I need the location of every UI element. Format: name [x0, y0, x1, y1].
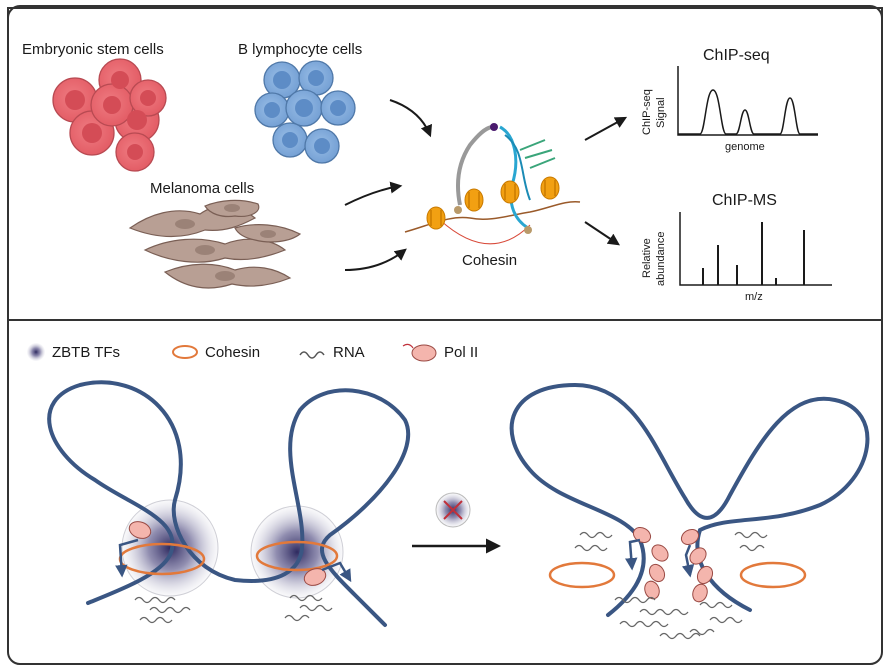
panel-frames — [7, 5, 883, 665]
chipseq-axes — [677, 66, 818, 136]
chipms-xlabel: m/z — [745, 291, 763, 303]
chipseq-signal-trace — [678, 89, 818, 135]
melanoma-label: Melanoma cells — [150, 180, 254, 197]
chipms-ylabel-1: Relative — [641, 238, 653, 278]
chipms-title: ChIP-MS — [712, 192, 777, 209]
cohesin-rings-right — [548, 561, 807, 589]
chipseq-ylabel-2: Signal — [655, 97, 667, 128]
chipms-axes — [679, 212, 832, 286]
cohesin-legend-icon — [172, 345, 198, 359]
outer-frame — [7, 5, 883, 665]
chipseq-xlabel: genome — [725, 141, 765, 153]
zbtb-legend-icon — [27, 343, 45, 361]
transcription-arrows-right — [625, 538, 695, 578]
transcription-arrows-left — [115, 538, 352, 583]
cohesin-center-label: Cohesin — [462, 252, 517, 269]
chipseq-ylabel-1: ChIP-seq — [641, 89, 653, 135]
chipseq-title: ChIP-seq — [703, 47, 770, 64]
zbtb-inhibition-icon — [435, 492, 471, 528]
bcell-cluster — [254, 60, 356, 164]
chromatin-fiber-right — [509, 382, 870, 617]
pol2-right — [632, 526, 714, 603]
legend-cohesin-label: Cohesin — [205, 344, 260, 361]
pol2-legend-icon — [402, 343, 437, 362]
pol2-left — [128, 521, 327, 586]
chromatin-fiber-left — [47, 380, 411, 627]
legend: ZBTB TFs Cohesin RNA Pol II — [27, 343, 478, 362]
chipms-ylabel-2: abundance — [655, 232, 667, 286]
melanoma-cluster — [128, 199, 302, 289]
legend-pol2-label: Pol II — [444, 344, 478, 361]
rna-right — [574, 531, 768, 640]
legend-zbtb-label: ZBTB TFs — [52, 344, 120, 361]
esc-cluster — [52, 58, 167, 172]
esc-label: Embryonic stem cells — [22, 41, 164, 58]
cohesin-complex — [404, 123, 581, 245]
bcell-label: B lymphocyte cells — [238, 41, 362, 58]
rna-left — [134, 594, 333, 624]
input-arrows — [344, 99, 628, 271]
legend-rna-label: RNA — [333, 344, 365, 361]
chipms-peaks — [702, 222, 805, 285]
rna-legend-icon — [299, 351, 325, 359]
